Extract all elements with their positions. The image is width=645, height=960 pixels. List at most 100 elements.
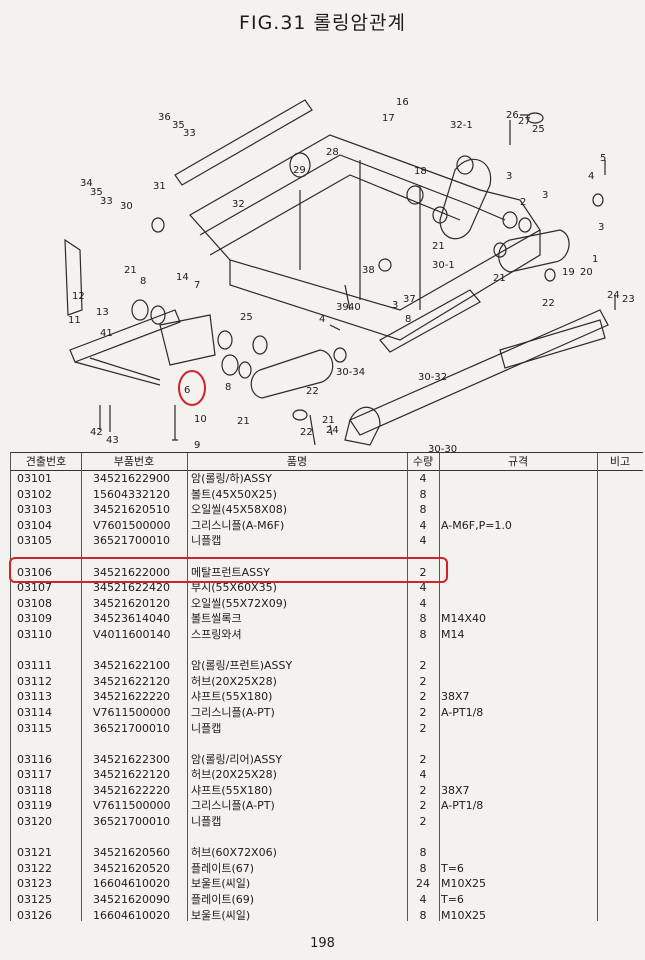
part-number-cell: 03123 <box>17 877 52 891</box>
svg-text:30-34: 30-34 <box>336 367 365 378</box>
part-code-cell: 34521620560 <box>93 846 170 860</box>
svg-text:17: 17 <box>382 113 395 124</box>
svg-text:25: 25 <box>532 124 545 135</box>
page-title: FIG.31 롤링암관계 <box>239 12 406 34</box>
part-code-cell: 34521622120 <box>93 674 170 688</box>
quantity-cell: 2 <box>419 690 427 704</box>
svg-text:32: 32 <box>232 199 245 210</box>
part-name-cell: 보울트(씨일) <box>191 908 251 922</box>
part-number-cell: 03113 <box>17 690 52 704</box>
svg-text:6: 6 <box>184 385 190 396</box>
quantity-cell: 2 <box>419 659 427 673</box>
part-name-cell: 니플캡 <box>191 815 222 829</box>
part-code-cell: 34521622120 <box>93 768 170 782</box>
part-number-cell: 03114 <box>17 705 52 719</box>
part-name-cell: 암(롤링/리어)ASSY <box>191 752 283 766</box>
svg-text:30: 30 <box>120 201 133 212</box>
svg-text:31: 31 <box>153 181 166 192</box>
table-row <box>11 830 643 846</box>
column-divider <box>407 453 408 921</box>
header-name: 품명 <box>286 455 308 468</box>
part-name-cell: 오일씰(55X72X09) <box>191 596 288 610</box>
quantity-cell: 4 <box>419 768 427 782</box>
svg-text:7: 7 <box>194 280 200 291</box>
svg-text:10: 10 <box>194 414 207 425</box>
svg-text:20: 20 <box>580 267 593 278</box>
part-code-cell: 34521622300 <box>93 752 170 766</box>
svg-text:26: 26 <box>506 110 519 121</box>
part-name-cell: 그리스니플(A-PT) <box>191 799 275 813</box>
quantity-cell: 4 <box>419 518 427 532</box>
quantity-cell: 2 <box>419 674 427 688</box>
quantity-cell: 2 <box>419 705 427 719</box>
table-header: 견출번호 부품번호 품명 수량 규격 비고 <box>11 453 643 471</box>
svg-text:30-32: 30-32 <box>418 372 447 383</box>
part-number-cell: 03125 <box>17 893 52 907</box>
svg-text:3: 3 <box>392 300 398 311</box>
part-number-cell: 03120 <box>17 815 52 829</box>
part-name-cell: 부시(55X60X35) <box>191 581 277 595</box>
part-name-cell: 그리스니플(A-PT) <box>191 705 275 719</box>
spec-cell: M14X40 <box>441 612 487 626</box>
spec-cell: A-PT1/8 <box>441 705 484 719</box>
part-number-cell: 03122 <box>17 861 52 875</box>
svg-text:24: 24 <box>607 290 620 301</box>
svg-text:39: 39 <box>336 302 349 313</box>
svg-text:2: 2 <box>520 197 526 208</box>
quantity-cell: 2 <box>419 721 427 735</box>
quantity-cell: 4 <box>419 596 427 610</box>
svg-text:43: 43 <box>106 435 119 446</box>
svg-text:8: 8 <box>405 314 411 325</box>
part-number-cell: 03103 <box>17 503 52 517</box>
part-number-cell: 03118 <box>17 783 52 797</box>
svg-text:23: 23 <box>622 294 635 305</box>
part-number-cell: 03116 <box>17 752 52 766</box>
svg-text:8: 8 <box>225 382 231 393</box>
quantity-cell: 8 <box>419 861 427 875</box>
svg-text:16: 16 <box>396 97 409 108</box>
spec-cell: M14 <box>441 627 465 641</box>
quantity-cell: 8 <box>419 846 427 860</box>
svg-text:35: 35 <box>172 120 185 131</box>
svg-text:5: 5 <box>600 153 606 164</box>
svg-text:21: 21 <box>124 265 137 276</box>
svg-text:33: 33 <box>100 196 113 207</box>
svg-text:3: 3 <box>506 171 512 182</box>
svg-text:37: 37 <box>403 294 416 305</box>
svg-text:4: 4 <box>588 171 594 182</box>
table-row <box>11 643 643 659</box>
svg-text:24: 24 <box>326 425 339 436</box>
part-name-cell: 볼트씰록크 <box>191 612 242 626</box>
spec-cell: T=6 <box>441 861 464 875</box>
svg-text:22: 22 <box>542 298 555 309</box>
part-name-cell: 플레이트(69) <box>191 893 255 907</box>
spec-cell: 38X7 <box>441 783 470 797</box>
part-code-cell: V7611500000 <box>93 705 171 719</box>
column-divider <box>81 453 82 921</box>
column-divider <box>439 453 440 921</box>
quantity-cell: 8 <box>419 612 427 626</box>
part-number-cell: 03106 <box>17 565 52 579</box>
svg-text:27: 27 <box>518 116 531 127</box>
svg-text:36: 36 <box>158 112 171 123</box>
part-code-cell: 36521700010 <box>93 721 170 735</box>
page-number: 198 <box>310 936 335 951</box>
svg-text:9: 9 <box>194 440 200 451</box>
header-qty: 수량 <box>412 455 434 468</box>
header-no: 견출번호 <box>25 455 67 468</box>
part-code-cell: 34521622900 <box>93 472 170 485</box>
svg-text:21: 21 <box>432 241 445 252</box>
part-code-cell: 34521620090 <box>93 893 170 907</box>
svg-text:32-1: 32-1 <box>450 120 473 131</box>
